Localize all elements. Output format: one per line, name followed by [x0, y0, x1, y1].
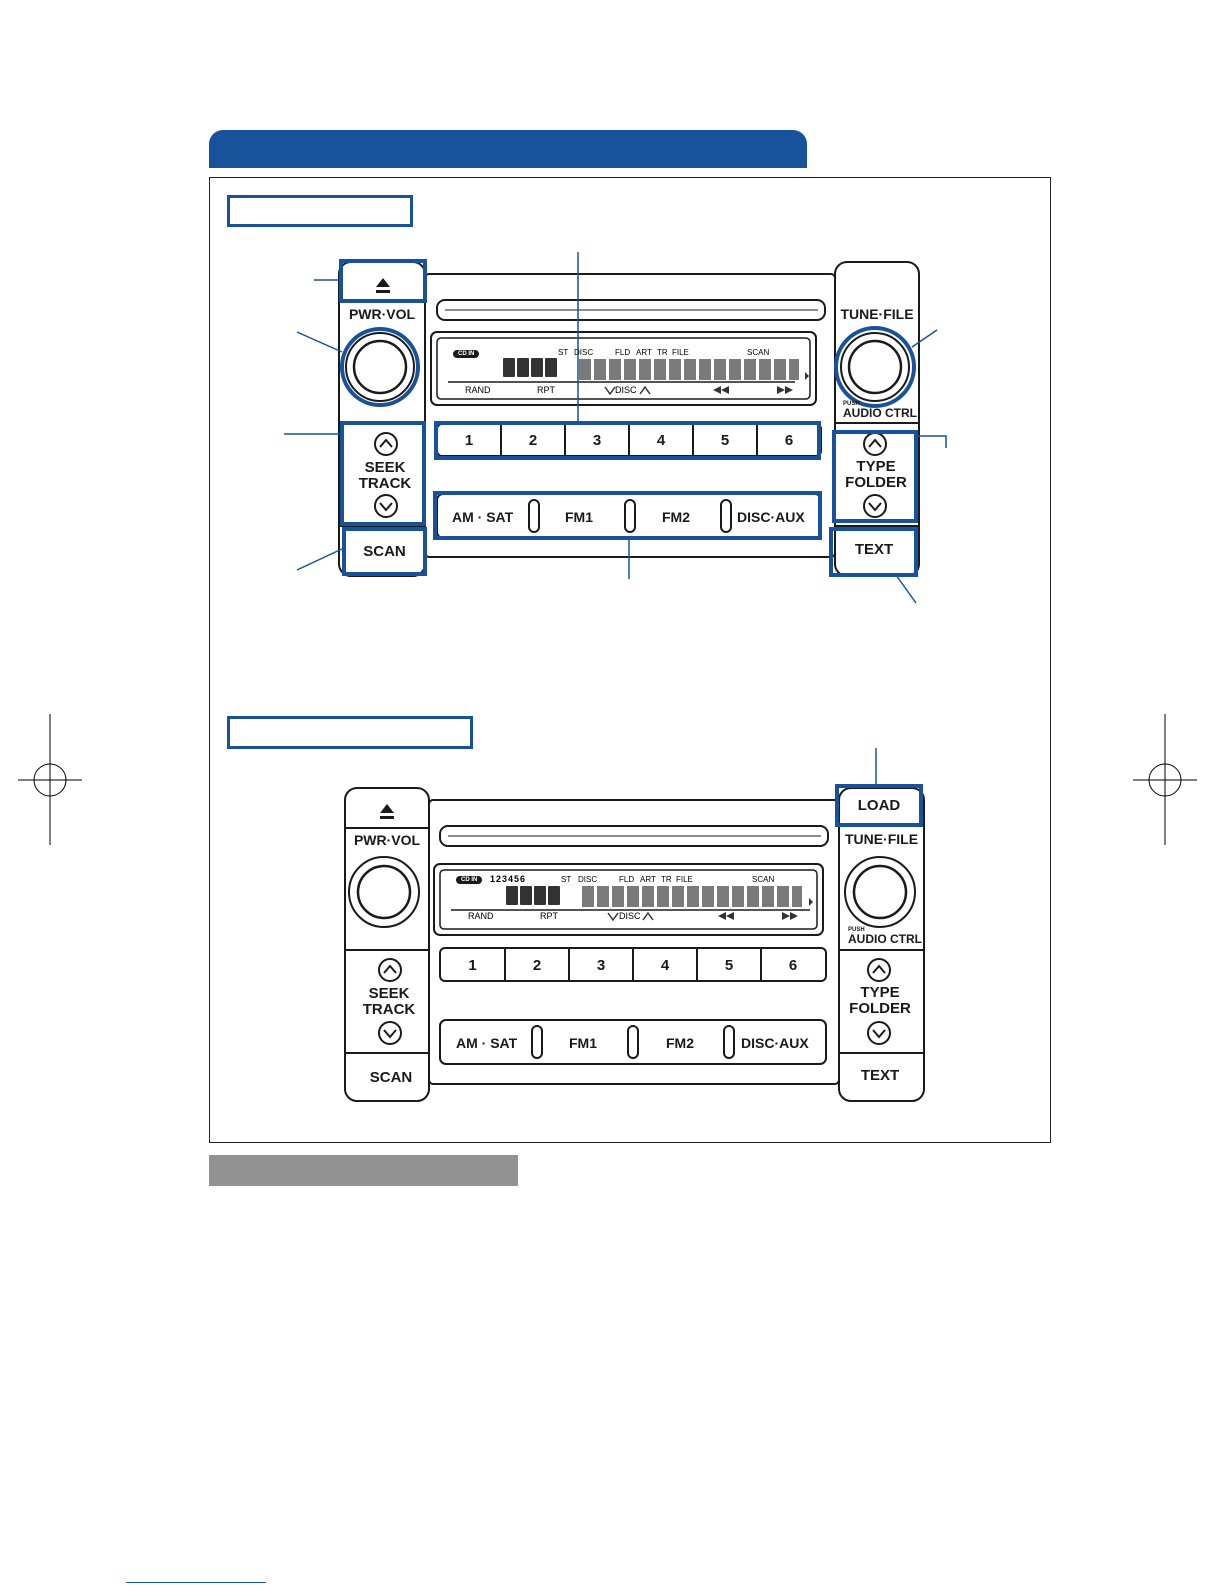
- scan-indicator-bottom: SCAN: [752, 875, 775, 884]
- scan-button[interactable]: SCAN: [363, 543, 406, 560]
- fld-indicator: FLD: [615, 348, 631, 357]
- preset-1-button[interactable]: 1: [464, 432, 474, 449]
- preset-1-button-bottom[interactable]: 1: [468, 957, 477, 974]
- tune-file-label: TUNE·FILE: [840, 306, 914, 322]
- lcd-display-top: CD IN ST DISC FLD ART TR FILE SCAN RAND …: [437, 338, 810, 399]
- file-indicator-bottom: FILE: [676, 875, 693, 884]
- track-label-bottom: TRACK: [362, 1001, 416, 1018]
- art-indicator: ART: [636, 348, 652, 357]
- fm2-button-bottom[interactable]: FM2: [666, 1035, 694, 1051]
- tune-file-label-bottom: TUNE·FILE: [844, 831, 919, 847]
- cd-in-indicator: CD IN: [453, 350, 480, 358]
- lcd-segments-top: [503, 358, 809, 396]
- preset-2-button-bottom[interactable]: 2: [532, 957, 542, 974]
- fm2-button[interactable]: FM2: [662, 509, 690, 525]
- rpt-indicator: RPT: [537, 385, 555, 395]
- eject-icon: [376, 278, 390, 293]
- seek-label: SEEK: [364, 459, 406, 476]
- disc-indicator: DISC: [574, 348, 594, 357]
- tr-indicator: TR: [657, 348, 668, 357]
- disc-nav-indicator-bottom: DISC: [619, 911, 641, 921]
- type-label: TYPE: [856, 458, 896, 475]
- fld-indicator-bottom: FLD: [619, 875, 635, 884]
- section-label-box-top: [227, 195, 413, 227]
- preset-6-button[interactable]: 6: [784, 432, 794, 449]
- lcd-display-bottom: CD IN 123456 ST DISC FLD ART TR FILE SCA…: [440, 870, 817, 929]
- preset-3-button[interactable]: 3: [592, 432, 602, 449]
- track-label: TRACK: [358, 475, 412, 492]
- text-button-bottom[interactable]: TEXT: [860, 1067, 900, 1084]
- text-button[interactable]: TEXT: [854, 541, 894, 558]
- section-header-tab: [209, 130, 807, 168]
- section-label-box-bottom: [227, 716, 473, 749]
- disc-aux-button[interactable]: DISC·AUX: [737, 509, 805, 525]
- file-indicator: FILE: [672, 348, 689, 357]
- scan-button-bottom[interactable]: SCAN: [369, 1069, 413, 1086]
- st-indicator-bottom: ST: [561, 875, 572, 884]
- tr-indicator-bottom: TR: [661, 875, 672, 884]
- disc-nav-indicator: DISC: [615, 385, 637, 395]
- disc-slots-indicator: 123456: [490, 874, 527, 884]
- footer-gray-bar: [209, 1155, 518, 1186]
- pwr-vol-label-bottom: PWR·VOL: [353, 832, 421, 848]
- art-indicator-bottom: ART: [640, 875, 656, 884]
- push-label-bottom: PUSH: [848, 927, 865, 933]
- push-label: PUSH: [843, 401, 860, 407]
- lcd-segments-bottom: [506, 886, 813, 922]
- seek-label-bottom: SEEK: [368, 985, 410, 1002]
- eject-icon-bottom: [380, 804, 394, 819]
- fm1-button-bottom[interactable]: FM1: [569, 1035, 597, 1051]
- content-frame: [209, 177, 1051, 1143]
- footer-link-line: [126, 1582, 266, 1583]
- rand-indicator-bottom: RAND: [468, 911, 494, 921]
- preset-5-button-bottom[interactable]: 5: [724, 957, 734, 974]
- preset-4-button[interactable]: 4: [656, 432, 666, 449]
- preset-6-button-bottom[interactable]: 6: [788, 957, 798, 974]
- audio-ctrl-label-bottom: AUDIO CTRL: [848, 932, 922, 946]
- disc-indicator-bottom: DISC: [578, 875, 598, 884]
- am-sat-button[interactable]: AM · SAT: [452, 509, 514, 525]
- am-sat-button-bottom[interactable]: AM · SAT: [456, 1035, 518, 1051]
- folder-label: FOLDER: [845, 474, 907, 491]
- preset-row-bottom: 1 2 3 4 5 6: [440, 957, 826, 974]
- audio-ctrl-label: AUDIO CTRL: [843, 406, 917, 420]
- rpt-indicator-bottom: RPT: [540, 911, 558, 921]
- st-indicator: ST: [558, 348, 569, 357]
- cd-in-indicator-bottom: CD IN: [456, 876, 483, 884]
- pwr-vol-label: PWR·VOL: [348, 306, 416, 322]
- preset-row-top: 1 2 3 4 5 6: [437, 432, 821, 449]
- preset-4-button-bottom[interactable]: 4: [660, 957, 670, 974]
- preset-5-button[interactable]: 5: [720, 432, 730, 449]
- folder-label-bottom: FOLDER: [849, 1000, 911, 1017]
- type-label-bottom: TYPE: [860, 984, 900, 1001]
- preset-2-button[interactable]: 2: [528, 432, 538, 449]
- scan-indicator: SCAN: [747, 348, 770, 357]
- rand-indicator: RAND: [465, 385, 491, 395]
- fm1-button[interactable]: FM1: [565, 509, 593, 525]
- disc-aux-button-bottom[interactable]: DISC·AUX: [741, 1035, 809, 1051]
- load-button[interactable]: LOAD: [857, 797, 901, 814]
- preset-3-button-bottom[interactable]: 3: [596, 957, 606, 974]
